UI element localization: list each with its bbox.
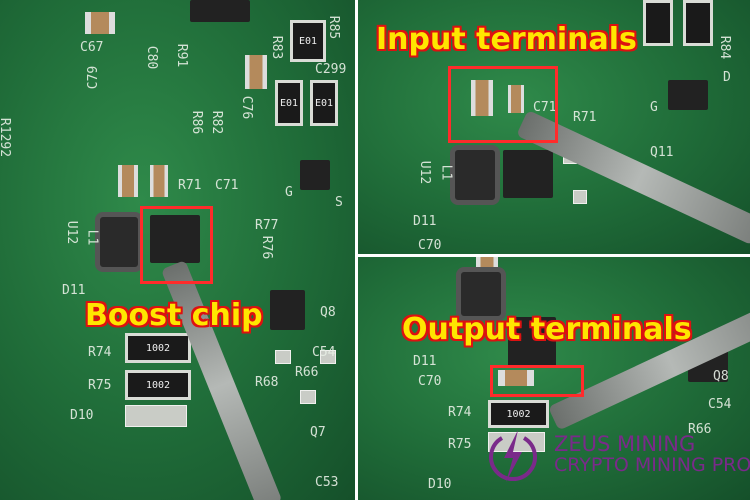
transistor bbox=[300, 160, 330, 190]
silk-label: S bbox=[335, 195, 343, 210]
capacitor bbox=[118, 165, 138, 197]
resistor: E01 bbox=[275, 80, 303, 126]
silk-label: Q7 bbox=[310, 425, 326, 440]
photo-panel-boost-chip: E01 E01 E01 1002 1002 C67 C79 C80 R91 R8… bbox=[0, 0, 355, 500]
silk-label: R1292 bbox=[0, 117, 13, 158]
ic-chip bbox=[190, 0, 250, 22]
silk-label: R71 bbox=[573, 110, 597, 125]
input-capacitor bbox=[508, 85, 524, 113]
inductor bbox=[450, 145, 500, 205]
silk-label: D11 bbox=[62, 283, 86, 298]
silk-label: R66 bbox=[295, 365, 319, 380]
capacitor bbox=[150, 165, 168, 197]
transistor bbox=[270, 290, 305, 330]
silk-label: R77 bbox=[255, 218, 279, 233]
silk-label: R84 bbox=[717, 35, 733, 60]
pad bbox=[125, 405, 187, 427]
boost-chip-ic bbox=[150, 215, 200, 263]
silk-label: D11 bbox=[413, 214, 437, 229]
boost-chip-highlight-box bbox=[140, 206, 213, 284]
silk-label: C299 bbox=[315, 62, 347, 77]
watermark-line1: ZEUS MINING bbox=[554, 432, 696, 456]
pad bbox=[573, 190, 587, 204]
silk-label: R86 bbox=[189, 110, 205, 135]
silk-label: C76 bbox=[239, 95, 255, 120]
watermark-line2: CRYPTO MINING PRO bbox=[554, 454, 750, 476]
pad bbox=[300, 390, 316, 404]
resistor: E01 bbox=[290, 20, 326, 62]
resistor: E01 bbox=[310, 80, 338, 126]
silk-label: C70 bbox=[418, 238, 442, 253]
silk-label: G bbox=[650, 100, 658, 115]
output-terminals-label: Output terminals bbox=[402, 312, 692, 347]
silk-label: R74 bbox=[88, 345, 112, 360]
silk-label: D10 bbox=[70, 408, 94, 423]
pad bbox=[320, 350, 336, 364]
silk-label: R91 bbox=[174, 43, 190, 68]
silk-label: R82 bbox=[209, 110, 225, 135]
silk-label: D10 bbox=[428, 477, 452, 492]
inductor bbox=[456, 267, 506, 321]
transistor bbox=[668, 80, 708, 110]
silk-label: R66 bbox=[688, 422, 712, 437]
boost-chip-ic bbox=[503, 150, 553, 198]
silk-label: L1 bbox=[84, 229, 100, 246]
resistor: 1002 bbox=[125, 333, 191, 363]
silk-label: L1 bbox=[438, 164, 454, 181]
silk-label: R76 bbox=[259, 235, 275, 260]
silk-label: D bbox=[723, 70, 731, 85]
silk-label: R75 bbox=[448, 437, 472, 452]
silk-label: U12 bbox=[417, 160, 433, 185]
silk-label: C71 bbox=[215, 178, 239, 193]
silk-label: C70 bbox=[418, 374, 442, 389]
silk-label: C67 bbox=[80, 40, 104, 55]
silk-label: C54 bbox=[312, 345, 336, 360]
silk-label: C53 bbox=[315, 475, 339, 490]
input-terminals-label: Input terminals bbox=[376, 22, 637, 57]
silk-label: Q8 bbox=[320, 305, 336, 320]
silk-label: C54 bbox=[708, 397, 732, 412]
silk-label: R75 bbox=[88, 378, 112, 393]
resistor bbox=[643, 0, 673, 46]
silk-label: Q11 bbox=[650, 145, 674, 160]
input-terminals-highlight-box bbox=[448, 66, 558, 143]
resistor: 1002 bbox=[488, 400, 549, 428]
lightning-bolt-logo-icon bbox=[489, 430, 537, 482]
photo-panel-input-terminals: R84 C71 R71 Q11 U12 L1 D11 C70 G D Input… bbox=[358, 0, 750, 254]
silk-label: Q8 bbox=[713, 369, 729, 384]
resistor bbox=[683, 0, 713, 46]
silk-label: R83 bbox=[269, 35, 285, 60]
silk-label: D11 bbox=[413, 354, 437, 369]
pad bbox=[275, 350, 291, 364]
resistor: 1002 bbox=[125, 370, 191, 400]
boost-chip-ic bbox=[508, 317, 556, 367]
silk-label: R71 bbox=[178, 178, 202, 193]
photo-panel-output-terminals: 1002 R74 R75 D10 C54 R66 Q8 D11 C70 Outp… bbox=[358, 257, 750, 500]
capacitor bbox=[85, 12, 115, 34]
silk-label: R68 bbox=[255, 375, 279, 390]
output-terminals-highlight-box bbox=[490, 365, 584, 397]
silk-label: G bbox=[285, 185, 293, 200]
silk-label: C79 bbox=[86, 65, 102, 90]
silk-label: C80 bbox=[144, 45, 160, 70]
capacitor bbox=[245, 55, 267, 89]
silk-label: R74 bbox=[448, 405, 472, 420]
silk-label: R85 bbox=[326, 15, 342, 40]
boost-chip-label: Boost chip bbox=[85, 298, 263, 333]
inductor bbox=[95, 212, 143, 272]
silk-label: U12 bbox=[64, 220, 80, 245]
input-capacitor bbox=[471, 80, 493, 116]
output-capacitor bbox=[498, 370, 534, 386]
silk-label: C71 bbox=[533, 100, 557, 115]
